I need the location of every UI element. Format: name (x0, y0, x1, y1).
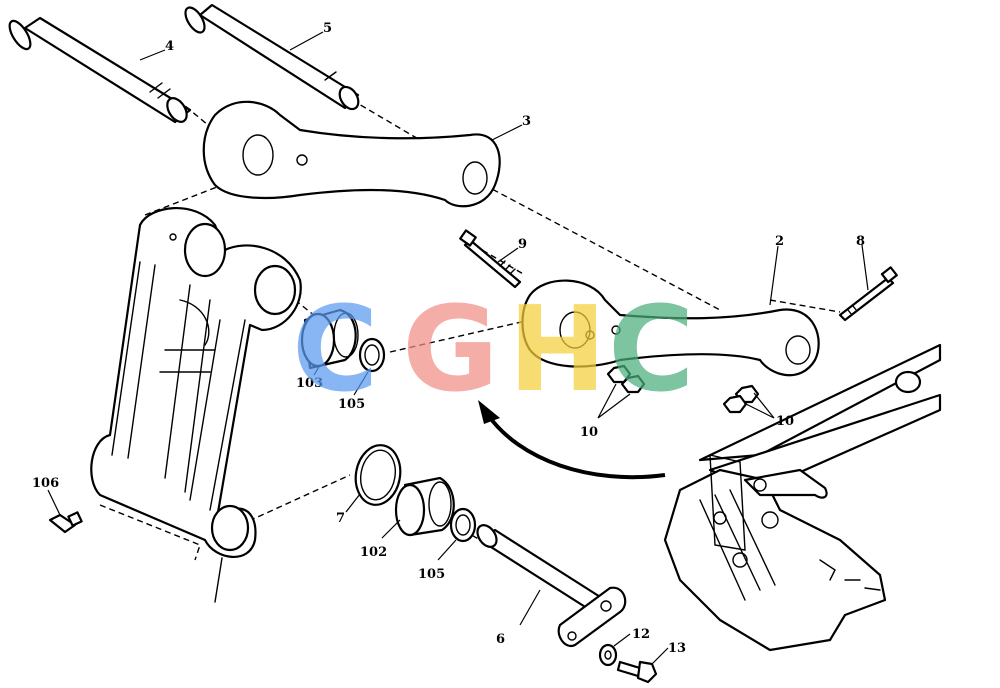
callout-13: 13 (668, 641, 686, 656)
callout-7: 7 (336, 511, 345, 526)
seal-7 (354, 444, 402, 506)
watermark-logo: C G H C (292, 280, 695, 418)
callout-9: 9 (518, 237, 527, 252)
direction-arrow (478, 400, 666, 480)
callout-3: 3 (522, 114, 531, 129)
watermark-letter-2: G (402, 280, 499, 418)
callout-labels: 4 5 3 9 2 8 103 105 10 10 106 7 102 105 … (32, 21, 865, 656)
callout-4: 4 (165, 39, 174, 54)
link-arm-3 (202, 100, 501, 208)
callout-103: 103 (296, 376, 323, 391)
bolt-8 (838, 266, 898, 322)
leader-lines (47, 31, 869, 665)
callout-105-upper: 105 (338, 397, 365, 412)
bushing-103 (300, 308, 359, 370)
bushing-102 (394, 476, 455, 537)
watermark-letter-1: C (292, 280, 379, 418)
watermark-letter-3: H (508, 280, 607, 418)
grease-fitting-106 (48, 511, 83, 534)
callout-8: 8 (856, 234, 865, 249)
rocker-frame (90, 207, 302, 603)
callout-6: 6 (496, 632, 505, 647)
callout-2: 2 (775, 234, 784, 249)
callout-5: 5 (323, 21, 332, 36)
nuts-10-right (722, 384, 760, 414)
pin-5 (184, 3, 360, 111)
seal-105-upper (358, 337, 386, 373)
pin-6 (476, 524, 627, 648)
callout-105-lower: 105 (418, 567, 445, 582)
callout-102: 102 (360, 545, 387, 560)
watermark-letter-4: C (608, 280, 695, 418)
washer-12 (598, 643, 618, 667)
link-arm-2 (521, 279, 820, 377)
bolt-13 (616, 660, 658, 684)
bucket-assembly (663, 343, 942, 652)
seal-105-lower (449, 507, 477, 543)
callout-12: 12 (632, 627, 650, 642)
bolt-9 (459, 229, 522, 289)
pin-4 (8, 16, 192, 124)
callout-106: 106 (32, 476, 59, 491)
callout-10-right: 10 (776, 414, 794, 429)
nuts-10-center (606, 364, 646, 394)
callout-10-center: 10 (580, 425, 598, 440)
